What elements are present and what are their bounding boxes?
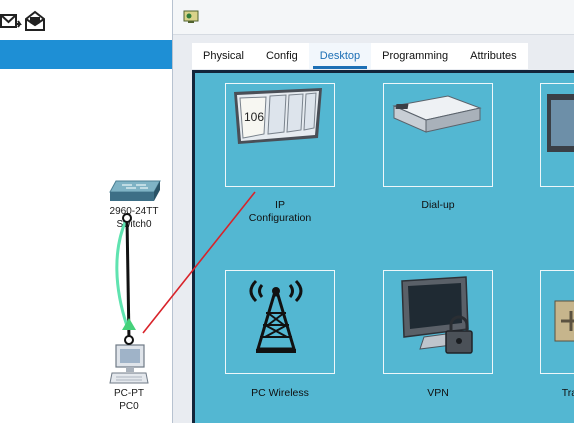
wireless-tower-icon <box>249 279 303 353</box>
email-icon[interactable] <box>0 10 22 32</box>
tab-attributes[interactable]: Attributes <box>459 43 528 69</box>
pc-model-label: PC-PT <box>114 388 144 399</box>
logical-workspace[interactable]: 2960-24TT Switch0 PC-PT PC0 <box>0 69 172 423</box>
traffic-generator-tile[interactable] <box>540 270 574 374</box>
switch-icon[interactable] <box>108 179 162 205</box>
pc-config-window: Physical Config Desktop Programming Attr… <box>172 0 574 423</box>
window-title-bar[interactable] <box>173 0 574 35</box>
ip-configuration-icon: 106 <box>234 88 322 144</box>
ip-configuration-label-1: IP <box>275 199 285 211</box>
tab-desktop[interactable]: Desktop <box>308 43 372 69</box>
traffic-generator-label: Traf <box>561 387 574 399</box>
third-app-tile[interactable] <box>540 83 574 187</box>
terminal-icon <box>547 94 574 152</box>
dial-up-label: Dial-up <box>421 199 455 211</box>
pc-wireless-tile[interactable] <box>225 270 335 374</box>
switch-model-label: 2960-24TT <box>109 206 159 217</box>
traffic-generator-icon <box>554 300 574 342</box>
workspace-toolbar <box>0 0 172 40</box>
workspace-header-bar <box>0 40 172 69</box>
pc-icon[interactable] <box>108 343 150 389</box>
tab-programming[interactable]: Programming <box>371 43 460 69</box>
switch-name-label: Switch0 <box>116 219 152 230</box>
pc-wireless-label: PC Wireless <box>251 387 309 399</box>
ip-display-number: 106 <box>244 110 264 124</box>
open-envelope-icon[interactable] <box>24 10 46 32</box>
ip-configuration-tile[interactable]: 106 <box>225 83 335 187</box>
packet-tracer-app-icon <box>183 10 199 23</box>
desktop-app-panel: 106 IP Configuration Dial-up <box>192 70 574 423</box>
tab-physical[interactable]: Physical <box>192 43 255 69</box>
tab-config[interactable]: Config <box>254 43 309 69</box>
window-tab-bar: Physical Config Desktop Programming Attr… <box>192 43 528 69</box>
modem-icon <box>392 95 482 133</box>
vpn-tile[interactable] <box>383 270 493 374</box>
ip-configuration-label-2: Configuration <box>248 212 312 224</box>
pc-name-label: PC0 <box>119 401 139 412</box>
vpn-monitor-lock-icon <box>401 276 473 354</box>
dial-up-tile[interactable] <box>383 83 493 187</box>
vpn-label: VPN <box>427 387 449 399</box>
